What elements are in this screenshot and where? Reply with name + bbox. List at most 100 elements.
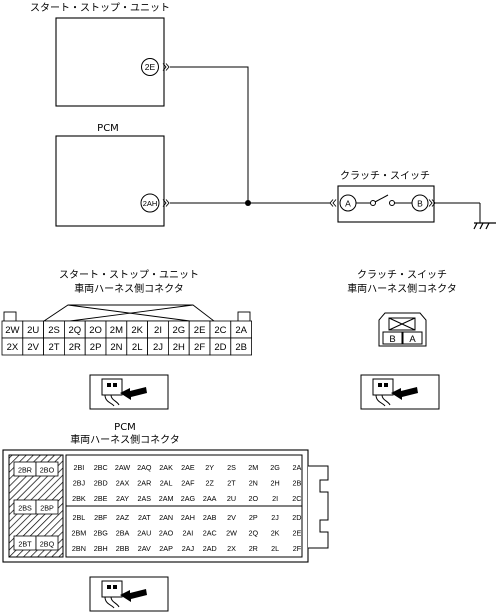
- pcm-pin-2u: 2U: [227, 494, 236, 503]
- pcm-pin-2bl: 2BL: [73, 513, 86, 522]
- pcm-box: [55, 135, 165, 227]
- pcm-pin-2a: 2A: [293, 463, 302, 472]
- pcm-pin-2aa: 2AA: [203, 494, 217, 503]
- pcm-pin-2bm: 2BM: [72, 528, 87, 537]
- ssu-pin-2x: 2X: [7, 342, 19, 353]
- pcm-pin-2h: 2H: [270, 478, 279, 487]
- pcm-pin-2br: 2BR: [18, 465, 32, 474]
- pcm-pin-2bt: 2BT: [18, 539, 32, 548]
- pcm-pin-2bn: 2BN: [72, 544, 86, 553]
- pcm-pin-2ak: 2AK: [159, 463, 173, 472]
- ssu-pin-2p: 2P: [90, 342, 102, 353]
- ssu-pin-2h: 2H: [173, 342, 185, 353]
- ssu-pin-2r: 2R: [69, 342, 81, 353]
- ssu-pin-2v: 2V: [27, 342, 39, 353]
- pcm-pin-2av: 2AV: [138, 544, 151, 553]
- pcm-pin-2j: 2J: [271, 513, 279, 522]
- pcm-pin-2bp: 2BP: [40, 503, 54, 512]
- pcm-pin-2bi: 2BI: [74, 463, 85, 472]
- ssu-title: スタート・ストップ・ユニット: [30, 2, 170, 14]
- ssu-pin-2n: 2N: [110, 342, 122, 353]
- pcm-pin-2aj: 2AJ: [182, 544, 195, 553]
- pcm-pin-2bf: 2BF: [94, 513, 108, 522]
- pcm-pin-2ab: 2AB: [203, 513, 217, 522]
- pcm-pin-2ai: 2AI: [183, 528, 194, 537]
- pcm-pin-2af: 2AF: [181, 478, 195, 487]
- clutch-right-chevron-icon: [428, 199, 436, 207]
- ssu-pin-2i: 2I: [154, 325, 162, 336]
- clutch-terminal-a-label: A: [345, 199, 351, 209]
- pcm-pin-2t: 2T: [227, 478, 236, 487]
- pcm-pin-2bh: 2BH: [94, 544, 108, 553]
- ssu-terminal-circle: [141, 58, 159, 76]
- pcm-pin-2ax: 2AX: [116, 478, 130, 487]
- pcm-pin-2ba: 2BA: [116, 528, 130, 537]
- probe-view-icon-clutch: [360, 374, 440, 410]
- pcm-pin-2ad: 2AD: [203, 544, 217, 553]
- ssu-pin-2a: 2A: [235, 325, 247, 336]
- ssu-terminal-label: 2E: [145, 62, 156, 72]
- pcm-pin-2an: 2AN: [159, 513, 173, 522]
- ssu-connector-title-1: スタート・ストップ・ユニット: [59, 269, 199, 281]
- pcm-pin-2k: 2K: [271, 528, 280, 537]
- ssu-pin-2w: 2W: [5, 325, 19, 336]
- pcm-pin-2e: 2E: [293, 528, 302, 537]
- splice-point: [245, 200, 251, 206]
- pcm-pin-2r: 2R: [249, 544, 258, 553]
- pcm-pin-2z: 2Z: [206, 478, 215, 487]
- pcm-pin-2ah: 2AH: [181, 513, 195, 522]
- pcm-pin-2ao: 2AO: [159, 528, 174, 537]
- pcm-pin-2l: 2L: [271, 544, 279, 553]
- ssu-pin-2q: 2Q: [68, 325, 81, 336]
- pcm-terminal-circle: [140, 193, 160, 213]
- ssu-connector-title-2: 車両ハーネス側コネクタ: [74, 282, 184, 295]
- ssu-pin-2j: 2J: [153, 342, 163, 353]
- pcm-pin-2au: 2AU: [137, 528, 151, 537]
- ssu-pin-2k: 2K: [131, 325, 143, 336]
- ssu-pin-2l: 2L: [132, 342, 143, 353]
- pcm-pin-2bj: 2BJ: [73, 478, 86, 487]
- pcm-pin-2m: 2M: [248, 463, 258, 472]
- pcm-title: PCM: [97, 123, 119, 134]
- clutch-connector-pin-a: A: [409, 334, 416, 345]
- pcm-pin-2am: 2AM: [159, 494, 174, 503]
- pcm-pin-2at: 2AT: [138, 513, 151, 522]
- pin-cell: [35, 535, 59, 551]
- clutch-terminal-b-label: B: [417, 199, 423, 209]
- pcm-pin-2o: 2O: [249, 494, 259, 503]
- ssu-connector-left-tab: [3, 311, 17, 323]
- ssu-pin-2b: 2B: [235, 342, 247, 353]
- ssu-pin-2d: 2D: [214, 342, 226, 353]
- pcm-pin-2q: 2Q: [249, 528, 259, 537]
- probe-view-icon-pcm: [89, 576, 169, 612]
- ssu-pin-2u: 2U: [27, 325, 39, 336]
- pcm-pin-2aq: 2AQ: [137, 463, 152, 472]
- pcm-pin-2ag: 2AG: [181, 494, 196, 503]
- pcm-pin-2w: 2W: [226, 528, 237, 537]
- ssu-connector-right-tab: [237, 311, 251, 323]
- ssu-pin-2f: 2F: [194, 342, 205, 353]
- ssu-pin-2o: 2O: [89, 325, 102, 336]
- pcm-connector-title-2: 車両ハーネス側コネクタ: [70, 433, 180, 446]
- ssu-pin-2g: 2G: [172, 325, 185, 336]
- pcm-pin-2ae: 2AE: [181, 463, 195, 472]
- pcm-pin-2ap: 2AP: [159, 544, 173, 553]
- pcm-pin-2c: 2C: [292, 494, 301, 503]
- pcm-pin-2ar: 2AR: [137, 478, 151, 487]
- ssu-pin-2m: 2M: [110, 325, 123, 336]
- pcm-pin-2bk: 2BK: [72, 494, 86, 503]
- clutch-connector-body: [378, 312, 427, 347]
- pcm-pin-2s: 2S: [227, 463, 236, 472]
- pin-cell: [35, 499, 59, 515]
- pcm-pin-2aw: 2AW: [115, 463, 131, 472]
- ssu-pin-2e: 2E: [194, 325, 206, 336]
- clutch-left-chevron-icon: [329, 199, 337, 207]
- pcm-pin-2bc: 2BC: [94, 463, 108, 472]
- pcm-pin-2bd: 2BD: [94, 478, 108, 487]
- ssu-pin-2c: 2C: [214, 325, 226, 336]
- pcm-pin-2bb: 2BB: [116, 544, 130, 553]
- pcm-pin-2bo: 2BO: [40, 465, 55, 474]
- pcm-terminal-label: 2AH: [143, 199, 158, 208]
